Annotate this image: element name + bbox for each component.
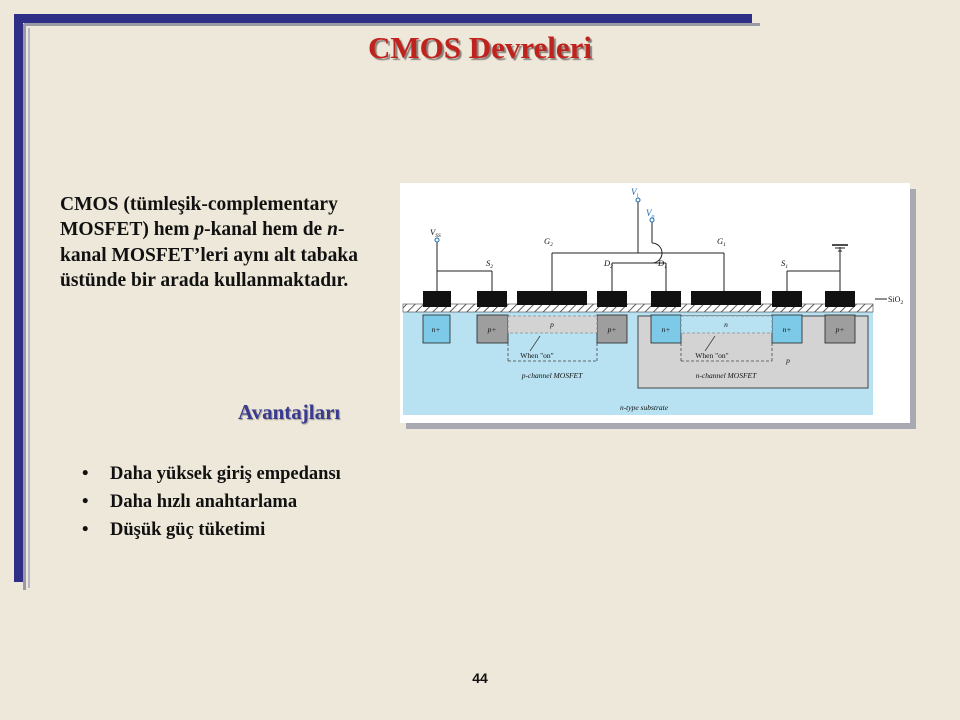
vss-terminal <box>434 237 440 243</box>
figure-panel: Vi Vo VSS G2 G1 S2 D2 D1 S1 SiO2 n+ p+ p… <box>400 183 910 423</box>
label-p-channel-region: p <box>549 320 554 329</box>
label-vi: Vi <box>631 187 639 199</box>
when-on-leaders <box>529 335 716 352</box>
bullet-glyph: • <box>82 520 89 540</box>
advantages-heading: Avantajları <box>238 400 341 424</box>
gate-g2 <box>517 291 587 305</box>
label-s1: S1 <box>781 258 788 270</box>
bullet-glyph: • <box>82 492 89 512</box>
intro-n-italic: n <box>327 219 338 241</box>
label-p-plus-3: p+ <box>835 325 845 334</box>
sio2-layer <box>402 303 874 313</box>
region-bracket-lines <box>507 333 773 362</box>
contact-vss <box>423 291 451 307</box>
bullet-text: Düşük güç tüketimi <box>110 520 266 540</box>
p-channel <box>507 315 598 334</box>
list-item: • Düşük güç tüketimi <box>82 516 341 544</box>
gate-g1 <box>691 291 761 305</box>
frame-left-line <box>28 28 30 588</box>
vi-terminal <box>635 197 641 203</box>
intro-paragraph: CMOS (tümleşik-complementary MOSFET) hem… <box>60 192 380 293</box>
contact-d1 <box>651 291 681 307</box>
label-d1: D1 <box>657 258 667 270</box>
cmos-figure: Vi Vo VSS G2 G1 S2 D2 D1 S1 SiO2 n+ p+ p… <box>400 183 916 429</box>
bullet-glyph: • <box>82 464 89 484</box>
intro-text-1: CMOS (tümleşik-complementary MOSFET) hem <box>60 194 338 241</box>
label-n-channel-region: n <box>724 320 728 329</box>
label-when-on-n: When "on" <box>695 351 728 360</box>
list-item: • Daha hızlı anahtarlama <box>82 488 341 516</box>
label-p-plus-1: p+ <box>487 325 497 334</box>
label-n-plus-1: n+ <box>432 325 441 334</box>
n-plus-region-1 <box>422 314 451 344</box>
page-number: 44 <box>472 670 488 686</box>
frame-left-shadow <box>23 24 26 590</box>
vo-terminal <box>649 217 655 223</box>
intro-p-italic: p <box>194 219 205 241</box>
label-n-plus-3: n+ <box>783 325 792 334</box>
label-n-plus-2: n+ <box>662 325 671 334</box>
contact-s1 <box>772 291 802 307</box>
bullet-text: Daha hızlı anahtarlama <box>110 492 298 512</box>
contact-ground <box>825 291 855 307</box>
list-item: • Daha yüksek giriş empedansı <box>82 460 341 488</box>
label-n-type-substrate: n-type substrate <box>620 403 669 412</box>
label-s2: S2 <box>486 258 493 270</box>
label-sio2: SiO2 <box>888 295 903 306</box>
intro-text-3: -kanal MOSFET’leri aynı alt tabaka üstün… <box>60 219 358 292</box>
label-g1: G1 <box>717 236 726 248</box>
label-p-well: p <box>785 356 790 365</box>
contact-d2 <box>597 291 627 307</box>
label-vo: Vo <box>646 208 655 220</box>
advantages-list: • Daha yüksek giriş empedansı • Daha hızlı… <box>82 460 341 544</box>
p-plus-region-2 <box>596 314 628 344</box>
label-n-channel-mosfet: n-channel MOSFET <box>696 371 757 380</box>
label-when-on-p: When "on" <box>520 351 553 360</box>
frame-left-bar <box>14 14 23 582</box>
intro-text-2: -kanal hem de <box>204 219 328 241</box>
cmos-cross-section-diagram: Vi Vo VSS G2 G1 S2 D2 D1 S1 SiO2 n+ p+ p… <box>402 187 903 415</box>
frame-top-bar <box>14 14 752 23</box>
frame-top-shadow <box>24 23 760 26</box>
label-d2: D2 <box>603 258 613 270</box>
wiring <box>436 201 887 300</box>
label-vss: VSS <box>430 227 441 239</box>
label-p-plus-2: p+ <box>607 325 617 334</box>
n-channel <box>680 315 773 334</box>
p-plus-region-3 <box>824 314 856 344</box>
n-plus-region-2 <box>650 314 682 344</box>
label-p-channel-mosfet: p-channel MOSFET <box>521 371 583 380</box>
p-plus-region-1 <box>476 314 509 344</box>
contact-s2 <box>477 291 507 307</box>
slide-title: CMOS Devreleri <box>367 30 593 65</box>
bullet-text: Daha yüksek giriş empedansı <box>110 464 341 484</box>
label-g2: G2 <box>544 236 553 248</box>
